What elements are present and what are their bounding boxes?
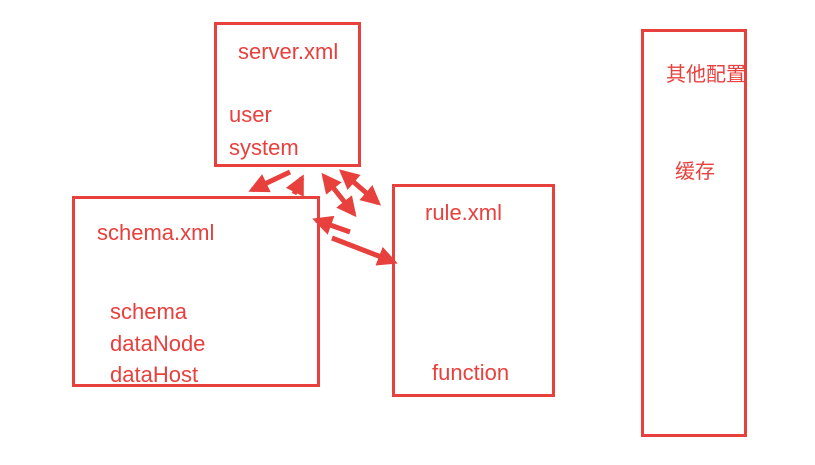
server-item-system: system xyxy=(229,135,299,160)
other-item-cache: 缓存 xyxy=(675,159,715,183)
schema-xml-title: schema.xml xyxy=(97,220,215,245)
arrow-server-rule xyxy=(338,169,382,206)
other-config-box xyxy=(641,29,747,437)
schema-item-datahost: dataHost xyxy=(110,362,199,387)
schema-item-datanode: dataNode xyxy=(110,331,206,356)
server-xml-title: server.xml xyxy=(238,39,339,64)
server-xml-box xyxy=(214,22,361,167)
arrow-server-to-schema xyxy=(248,169,292,193)
arrow-schema-to-rule xyxy=(331,235,398,266)
arrow-schema-to-server xyxy=(285,174,305,197)
schema-xml-box xyxy=(72,196,320,387)
rule-xml-title: rule.xml xyxy=(425,200,503,225)
rule-item-function: function xyxy=(432,360,510,385)
server-item-user: user xyxy=(229,102,272,127)
arrow-schema-rule-short xyxy=(312,215,351,235)
rule-xml-box xyxy=(392,184,555,397)
other-config-title: 其他配置 xyxy=(666,62,746,86)
schema-item-schema: schema xyxy=(110,299,188,324)
